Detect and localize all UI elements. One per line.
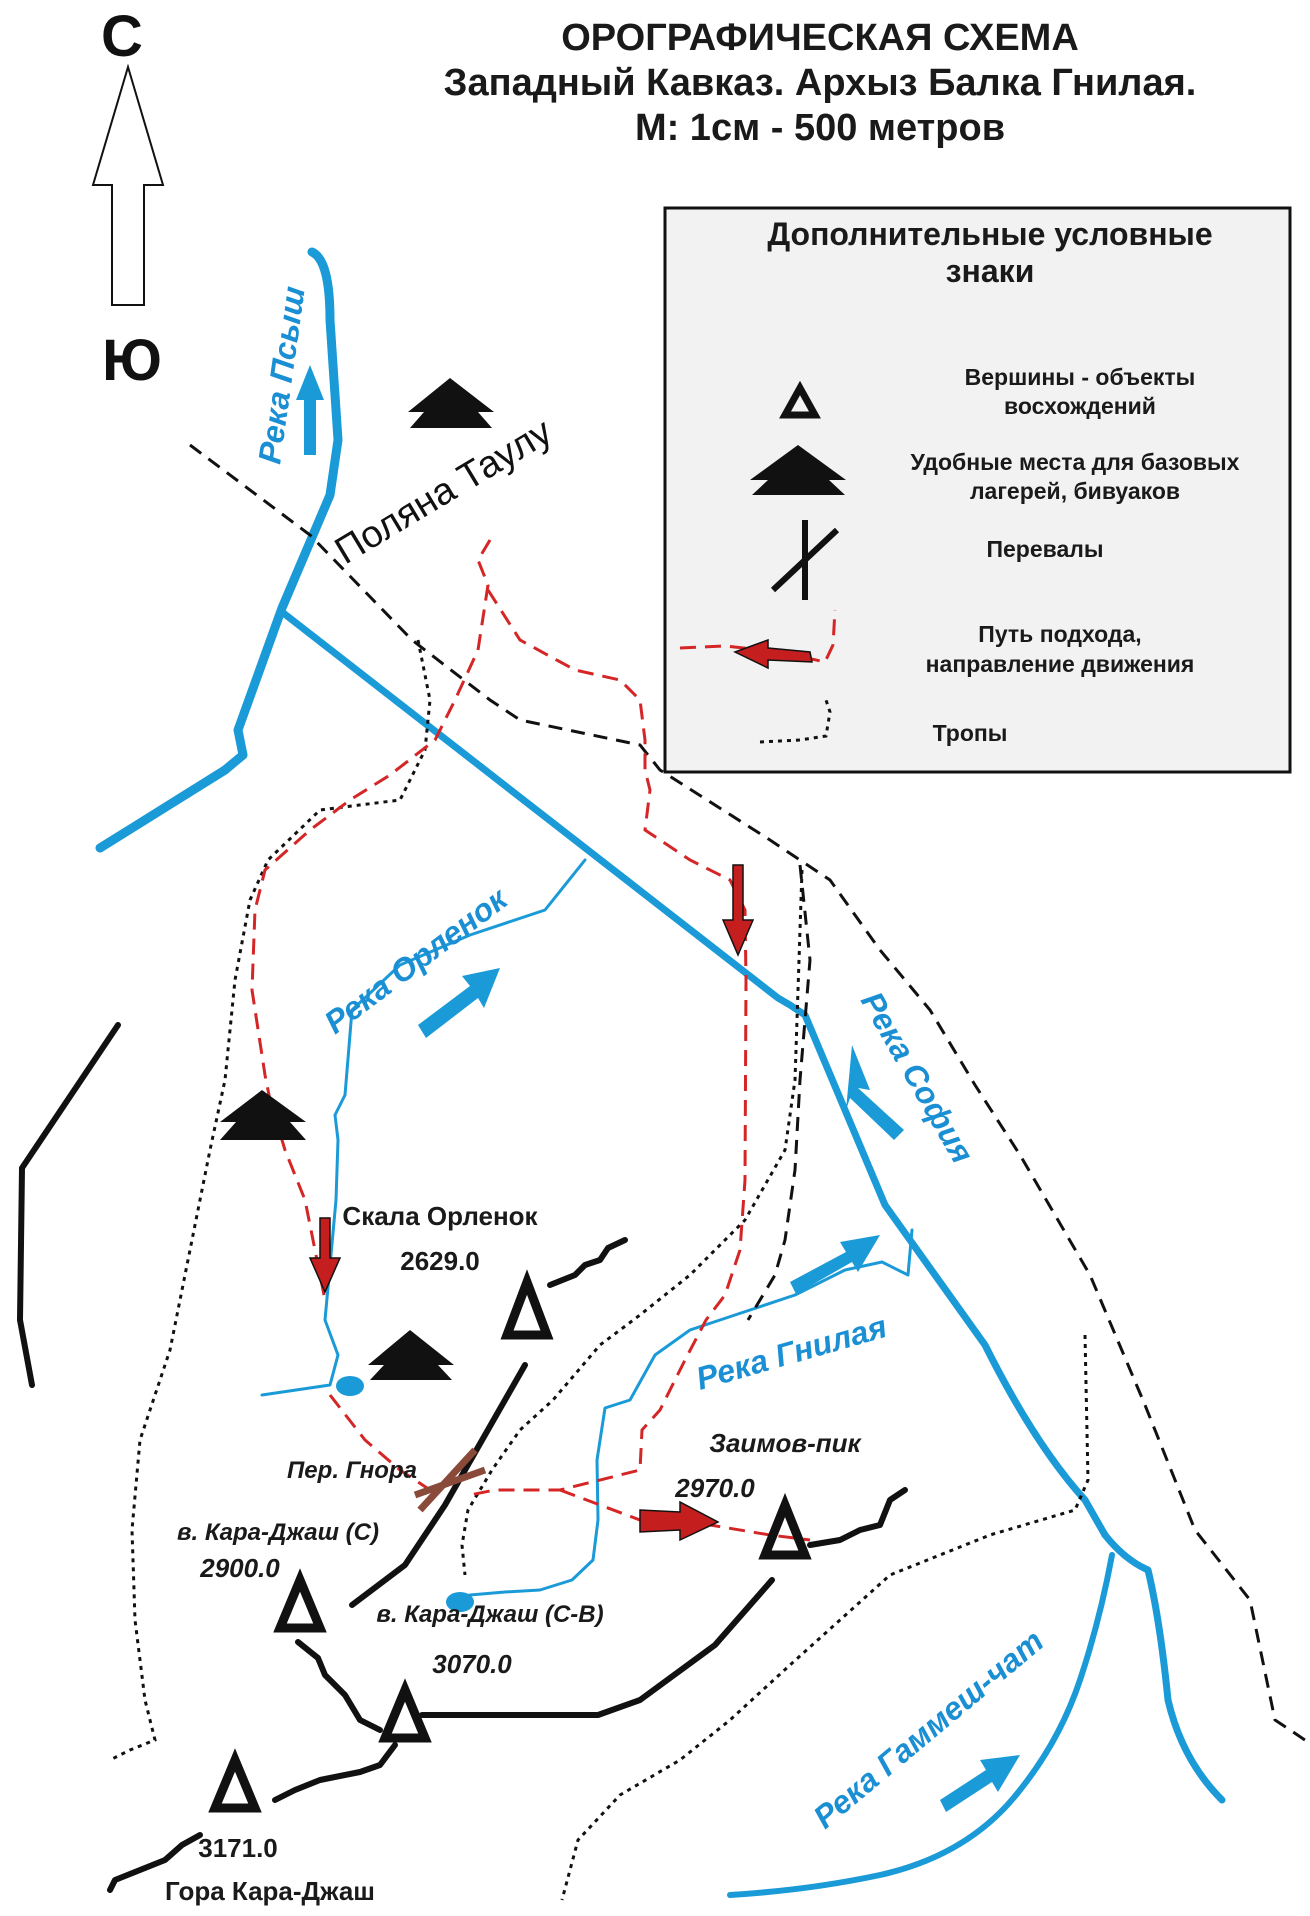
ridges [17,1022,908,1893]
legend-item-trail-line-1: Тропы [933,720,1008,746]
peak-icon-skala-orlenok [500,1269,554,1340]
compass-south-label: Ю [102,328,162,393]
route-arrow-2 [721,864,755,957]
ridge-west [17,1022,121,1388]
river-orlenok-label: Река Орленок [318,879,516,1040]
peak-gora-name: Гора Кара-Джаш [165,1876,375,1906]
route-east-loop [469,589,748,1497]
legend-item-route-line-1: Путь подхода, [978,621,1141,647]
flow-arrows [296,365,1020,1812]
river-sofia-lower [1101,1531,1226,1804]
river-gammesh-label: Река Гаммеш-чат [806,1623,1050,1836]
peak-skala-orlenok-name: Скала Орленок [342,1201,538,1231]
river-sofia-main [278,608,1109,1539]
lake-orlenok [336,1376,364,1396]
route-arrow-1 [308,1217,342,1294]
flow-arrow-psysh [296,365,324,455]
trail-to-pass [460,869,804,1576]
pass-gnora: Пер. Гнора [287,1447,487,1513]
legend-item-camp-line-1: Удобные места для базовых [911,449,1240,475]
legend-item-peak-line-1: Вершины - объекты [965,364,1196,390]
flow-arrow-gnilaya [790,1235,880,1294]
peak-zaimov-height: 2970.0 [674,1473,755,1503]
title-line-2: Западный Кавказ. Архыз Балка Гнилая. [444,62,1197,104]
route-arrow-icon [679,609,837,670]
peak-kara-s-height: 2900.0 [199,1553,280,1583]
camp-icon-west [220,1090,306,1140]
peak-gora-height: 3171.0 [198,1833,278,1863]
trail-dotted-icon [759,699,832,744]
legend-item-pass-line-1: Перевалы [986,536,1103,562]
river-psysh-label: Река Псыш [251,284,312,466]
route-arrow-3 [639,1500,720,1542]
route-pass-to-zaimov [559,1488,811,1542]
compass: С Ю [91,4,165,393]
peak-kara-sv-name: в. Кара-Джаш (С-В) [376,1601,603,1628]
peak-icon-zaimov [758,1492,812,1560]
map-title: ОРОГРАФИЧЕСКАЯ СХЕМА Западный Кавказ. Ар… [444,17,1197,149]
ridge-zaimov-sw [419,1577,775,1718]
river-psysh [95,247,343,853]
compass-north-label: С [101,4,143,69]
legend-title-line-1: Дополнительные условные [767,216,1212,252]
river-gammesh [727,1552,1115,1898]
camp-icon-orlenok [368,1330,454,1380]
title-line-3: М: 1см - 500 метров [635,107,1005,149]
peak-icon-gora [208,1748,262,1813]
pass-icon [413,1466,487,1499]
north-arrow-icon [91,63,165,306]
ridge-zaimov-east [807,1487,908,1548]
river-sofia-label: Река София [854,986,981,1170]
title-line-1: ОРОГРАФИЧЕСКАЯ СХЕМА [561,17,1079,59]
peak-zaimov-name: Заимов-пик [709,1428,862,1458]
camp-icon-taulu [408,378,494,428]
legend-item-camp-line-2: лагерей, бивуаков [970,478,1180,504]
legend-item-peak-line-2: восхождений [1004,393,1156,419]
peak-triangle-icon [779,380,821,419]
boundaries [189,443,1306,1742]
flow-arrow-sofia [846,1045,904,1140]
legend-title-line-2: знаки [946,253,1035,289]
river-gnilaya-label: Река Гнилая [692,1308,891,1397]
pass-cross-icon [770,520,840,600]
trails [109,639,1090,1901]
pass-icon-stroke [417,1447,478,1513]
ridge-kara [295,1639,383,1733]
route-lake-to-pass [328,1394,431,1492]
meadow-taulu-label: Поляна Таулу [328,411,559,573]
flow-arrow-gammesh [940,1755,1020,1812]
peak-icon-kara-s [273,1568,327,1633]
flow-arrow-orlenok [418,968,500,1038]
boundary-east [189,443,1306,1742]
ridge-pass-up [349,1362,528,1608]
ridge-south [272,1742,398,1803]
peak-kara-sv-height: 3070.0 [432,1649,512,1679]
ridge-gora-west [107,1832,203,1893]
camp-triangle-icon [750,445,846,495]
river-orlenok [260,858,587,1397]
peaks: Скала Орленок 2629.0 Заимов-пик 2970.0 в… [165,1201,863,1906]
boundary-inner [746,864,812,1321]
camps [220,378,494,1380]
peak-icon-kara-sv [378,1678,432,1743]
legend-item-route-line-2: направление движения [926,651,1195,677]
legend: Дополнительные условные знаки Вершины - … [663,206,1292,774]
lake-gnilaya [446,1592,474,1612]
pass-gnora-label: Пер. Гнора [287,1457,417,1484]
peak-skala-orlenok-height: 2629.0 [400,1246,480,1276]
route-arrows [308,864,755,1542]
ridge-skala-east [547,1237,628,1288]
peak-kara-s-name: в. Кара-Джаш (С) [177,1519,379,1546]
